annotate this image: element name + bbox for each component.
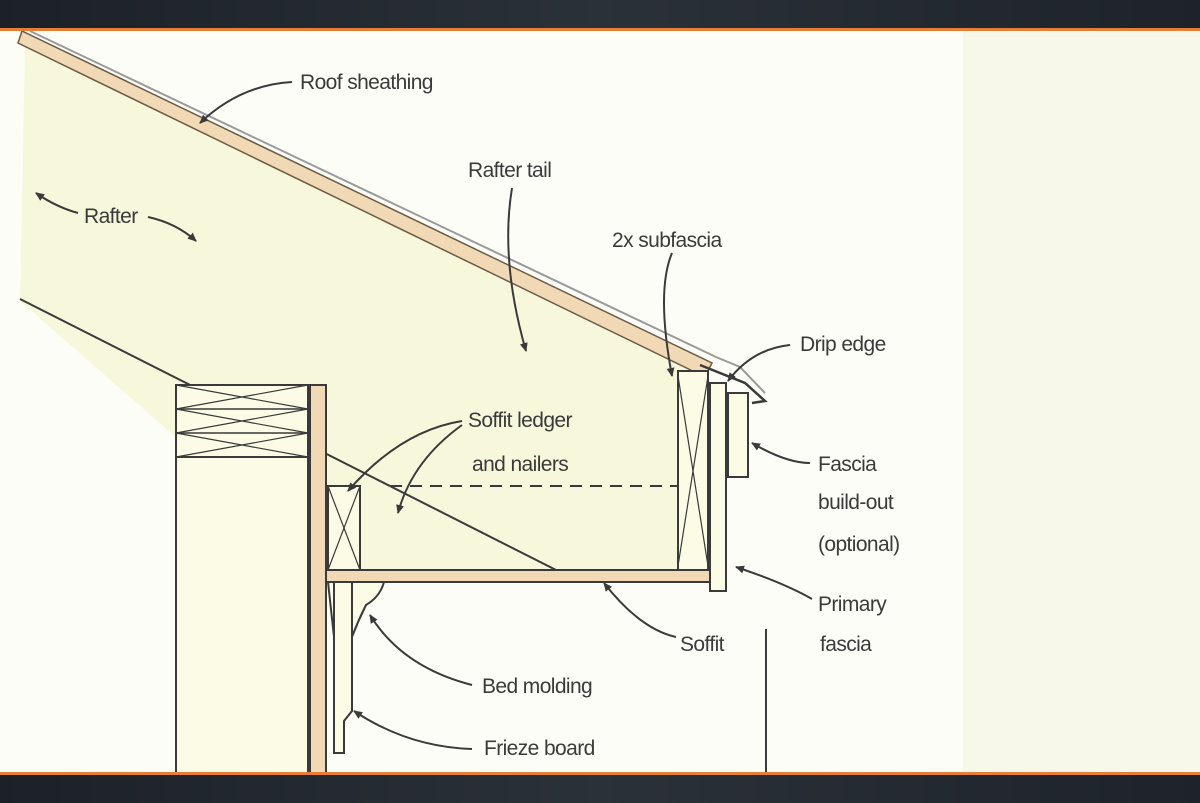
label-soffit-ledger-line1: Soffit ledger bbox=[468, 409, 572, 432]
label-fascia-buildout-line3: (optional) bbox=[818, 533, 900, 556]
right-side-panel bbox=[963, 31, 1200, 772]
fascia-build-out bbox=[727, 392, 749, 478]
label-rafter-tail: Rafter tail bbox=[468, 159, 551, 182]
label-fascia-buildout-line2: build-out bbox=[818, 491, 894, 514]
drip-edge bbox=[699, 363, 768, 405]
label-rafter: Rafter bbox=[84, 205, 138, 228]
top-bar bbox=[0, 0, 1200, 31]
label-primary-fascia-line1: Primary bbox=[818, 593, 887, 616]
soffit-ledger bbox=[327, 485, 361, 571]
frieze-board bbox=[333, 581, 353, 754]
label-drip-edge: Drip edge bbox=[800, 333, 886, 356]
roof-eave-diagram: Roof sheathing Rafter Rafter tail 2x sub… bbox=[0, 31, 963, 772]
label-fascia-buildout-line1: Fascia bbox=[818, 453, 877, 476]
label-bed-molding: Bed molding bbox=[482, 675, 592, 698]
roofing-line bbox=[29, 31, 766, 394]
wall-sheathing bbox=[309, 384, 327, 772]
label-soffit-ledger-line2: and nailers bbox=[472, 453, 568, 476]
label-frieze-board: Frieze board bbox=[484, 737, 595, 760]
leader-lines bbox=[35, 81, 813, 750]
label-primary-fascia-line2: fascia bbox=[820, 633, 872, 656]
label-soffit: Soffit bbox=[680, 633, 725, 656]
label-subfascia: 2x subfascia bbox=[612, 229, 722, 252]
top-plates bbox=[175, 384, 309, 458]
wall-stud bbox=[175, 456, 309, 772]
label-roof-sheathing: Roof sheathing bbox=[300, 71, 433, 94]
subfascia bbox=[677, 370, 709, 572]
primary-fascia bbox=[709, 382, 727, 592]
soffit-board bbox=[325, 569, 721, 583]
bottom-bar bbox=[0, 772, 1200, 803]
